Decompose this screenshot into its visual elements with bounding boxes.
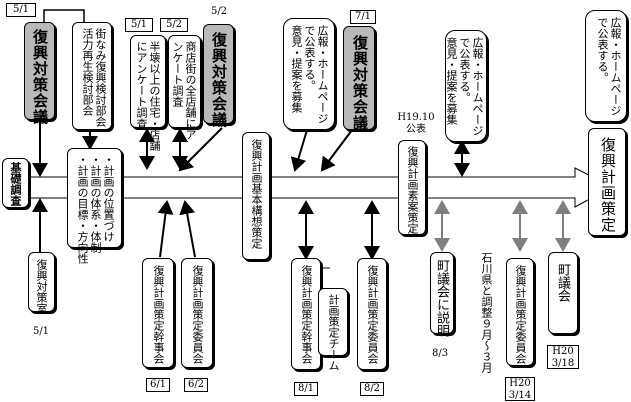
kihon-koso-box: 復興計画基本構想策定	[242, 132, 270, 260]
keikaku-list-label: ・計画の位置づけ ・計画の体系・体制 ・計画の目標・方向性	[76, 154, 115, 264]
kokai-2-box: 広報・ホームページ で公表する。 意見・提案を募集	[445, 30, 487, 142]
anketo-shoten-label: 商店街の全店舗にア ンケート調査	[171, 41, 197, 140]
anketo-jutaku-label: 半壊以上の住宅・店舗 にアンケート調査	[135, 41, 161, 151]
kanjikai-1-box: 復興計画策定幹事会	[142, 258, 174, 368]
keikaku-sakutei-label: 復興計画策定	[599, 137, 617, 233]
date-5-2-b: 5/2	[205, 6, 233, 20]
anketo-shoten-box: 商店街の全店舗にア ンケート調査	[168, 35, 201, 140]
kokai-3-label: 広報・ホームページ で公表する。	[596, 17, 622, 116]
date-8-2: 8/2	[360, 382, 384, 396]
date-7-1: 7/1	[350, 10, 376, 24]
chogikai-box: 町議会	[548, 252, 578, 334]
anketo-jutaku-box: 半壊以上の住宅・店舗 にアンケート調査	[130, 35, 166, 151]
kokai-1-box: 広報・ホームページ で公表する。 意見・提案を募集	[283, 18, 335, 130]
keikaku-team-label: 計画策定チーム	[327, 294, 340, 371]
ishikawa-label: 石川県と調整９月〜３月	[480, 252, 493, 373]
kokai-1-label: 広報・ホームページ で公表する。 意見・提案を募集	[290, 25, 329, 124]
machinami-bukai-box: 街なみ復興検討部会 活力再生検討部会	[72, 22, 112, 130]
date-8-1: 8/1	[294, 382, 318, 396]
chogikai-setsumei-box: 町議会に説明	[430, 252, 454, 337]
date-6-2: 6/2	[184, 378, 208, 392]
iinkai-1-box: 復興計画策定委員会	[181, 258, 213, 368]
chogikai-label: 町議会	[555, 263, 570, 302]
kokai-2-label: 広報・ホームページ で公表する。 意見・提案を募集	[445, 37, 484, 136]
fukko-taisakushitsu-box: 復興対策室	[28, 252, 55, 314]
keikaku-sakutei-box: 復興計画策定	[588, 128, 626, 236]
machinami-bukai-label: 街なみ復興検討部会 活力再生検討部会	[81, 28, 107, 127]
date-8-3: 8/3	[432, 348, 449, 359]
kiso-chosa-box: 基礎調査	[2, 158, 29, 208]
h19-label: H19.10 公表	[397, 112, 435, 135]
taisaku-kaigi-2: 復興対策会議	[203, 24, 234, 128]
kokai-3-box: 広報・ホームページ で公表する。	[585, 10, 627, 122]
iinkai-2-box: 復興計画策定委員会	[357, 258, 387, 370]
taisaku-kaigi-1: 復興対策会議	[24, 22, 55, 125]
sokuan-label: 復興計画素案策定	[406, 146, 419, 234]
taisaku-kaigi-3: 復興対策会議	[343, 26, 375, 131]
date-5-1-bottom: 5/1	[28, 326, 54, 340]
taisaku-kaigi-3-label: 復興対策会議	[351, 35, 369, 131]
keikaku-team-box: 計画策定チーム	[318, 288, 348, 371]
date-h20-3-18: H20 3/18	[547, 345, 579, 369]
iinkai-1-label: 復興計画策定委員会	[191, 265, 204, 364]
taisaku-kaigi-1-label: 復興対策会議	[31, 29, 49, 125]
date-5-2-a: 5/2	[160, 18, 188, 32]
iinkai-3-label: 復興計画策定委員会	[514, 265, 527, 364]
kiso-chosa-label: 基礎調査	[9, 162, 22, 206]
kanjikai-1-label: 復興計画策定幹事会	[152, 265, 165, 364]
iinkai-3-box: 復興計画策定委員会	[506, 258, 534, 366]
date-5-1-top: 5/1	[6, 3, 36, 17]
date-5-1-b: 5/1	[125, 18, 153, 32]
chogikai-setsumei-label: 町議会に説明	[434, 259, 449, 337]
kanjikai-2-label: 復興計画策定幹事会	[300, 265, 313, 364]
iinkai-2-label: 復興計画策定委員会	[366, 265, 379, 364]
kanjikai-2-box: 復興計画策定幹事会	[291, 258, 321, 370]
feedback-line	[43, 9, 85, 22]
date-6-1: 6/1	[146, 378, 170, 392]
kihon-koso-label: 復興計画基本構想策定	[250, 139, 263, 249]
fukko-taisakushitsu-label: 復興対策室	[35, 259, 48, 314]
date-h20-3-14: H20 3/14	[505, 377, 535, 401]
keikaku-list-box: ・計画の位置づけ ・計画の体系・体制 ・計画の目標・方向性	[67, 148, 122, 264]
taisaku-kaigi-2-label: 復興対策会議	[210, 32, 228, 128]
sokuan-box: 復興計画素案策定	[398, 140, 426, 235]
